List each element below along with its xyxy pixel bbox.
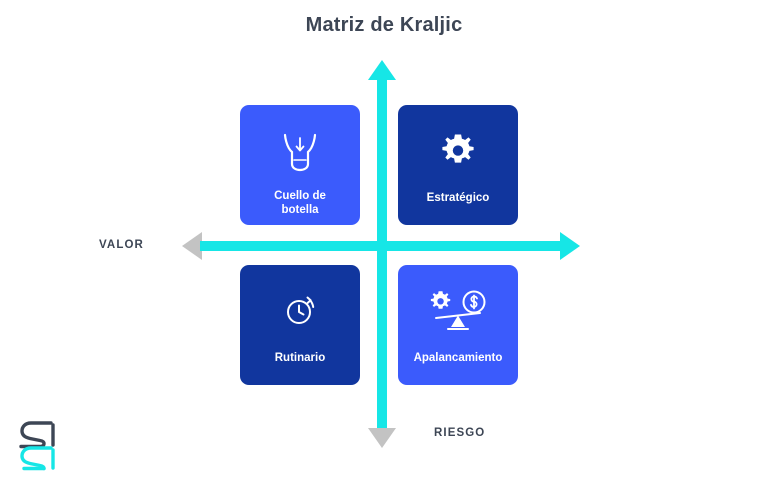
quadrant-label: Rutinario (274, 352, 326, 364)
quadrant-estrategico[interactable]: Estratégico (398, 105, 518, 225)
arrow-down-icon (368, 428, 396, 448)
quadrant-rutinario[interactable]: Rutinario (240, 265, 360, 385)
arrow-right-icon (560, 232, 580, 260)
axis-label-riesgo: RIESGO (434, 427, 486, 439)
gear-icon (441, 127, 475, 175)
quadrant-apalancamiento[interactable]: Apalancamiento (398, 265, 518, 385)
quadrant-cuello-de-botella[interactable]: Cuello de botella (240, 105, 360, 225)
arrow-up-icon (368, 60, 396, 80)
s-logo (18, 418, 72, 472)
quadrant-label-line1: Cuello de (274, 190, 326, 202)
vertical-axis (377, 78, 387, 430)
quadrant-label: Apalancamiento (413, 352, 503, 364)
quadrant-label: Estratégico (426, 192, 490, 204)
quadrant-label: Cuello de botella (245, 179, 355, 217)
clock-refresh-icon (280, 287, 320, 335)
balance-scale-gear-dollar-icon (422, 287, 494, 335)
arrow-left-icon (182, 232, 202, 260)
horizontal-axis (200, 241, 562, 251)
page-title: Matriz de Kraljic (305, 14, 463, 36)
quadrant-label-line2: botella (281, 204, 319, 216)
axis-label-valor: VALOR (99, 239, 144, 251)
funnel-icon (280, 127, 320, 175)
